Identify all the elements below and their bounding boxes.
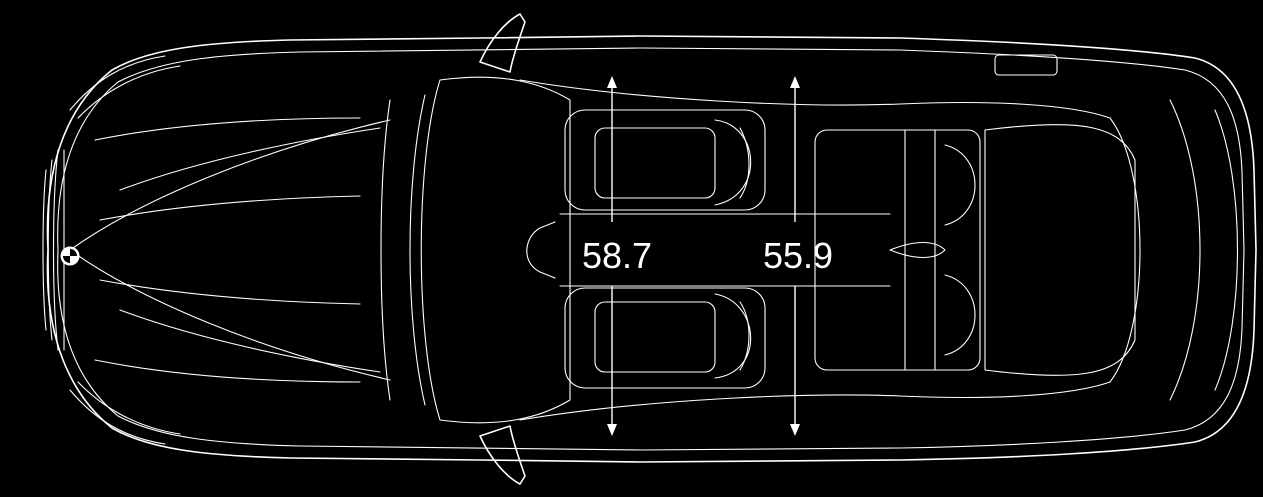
front-seat-left [564, 109, 766, 211]
trunk [994, 54, 1239, 401]
front-shoulder-room-value: 58.7 [582, 235, 652, 276]
rear-shoulder-room-dimension: 55.9 [763, 76, 833, 436]
arrow-down-icon [607, 424, 617, 436]
center-console [526, 213, 891, 287]
rear-shoulder-room-value: 55.9 [763, 235, 833, 276]
rear-seat [814, 129, 981, 371]
front-seat-right [564, 287, 766, 389]
arrow-down-icon [790, 424, 800, 436]
side-mirrors [479, 13, 526, 485]
hood [69, 99, 391, 401]
arrow-up-icon [607, 76, 617, 88]
bmw-roundel-logo-icon [60, 246, 80, 266]
front-shoulder-room-dimension: 58.7 [582, 76, 652, 436]
cabin-glass [409, 76, 1141, 424]
arrow-up-icon [790, 76, 800, 88]
